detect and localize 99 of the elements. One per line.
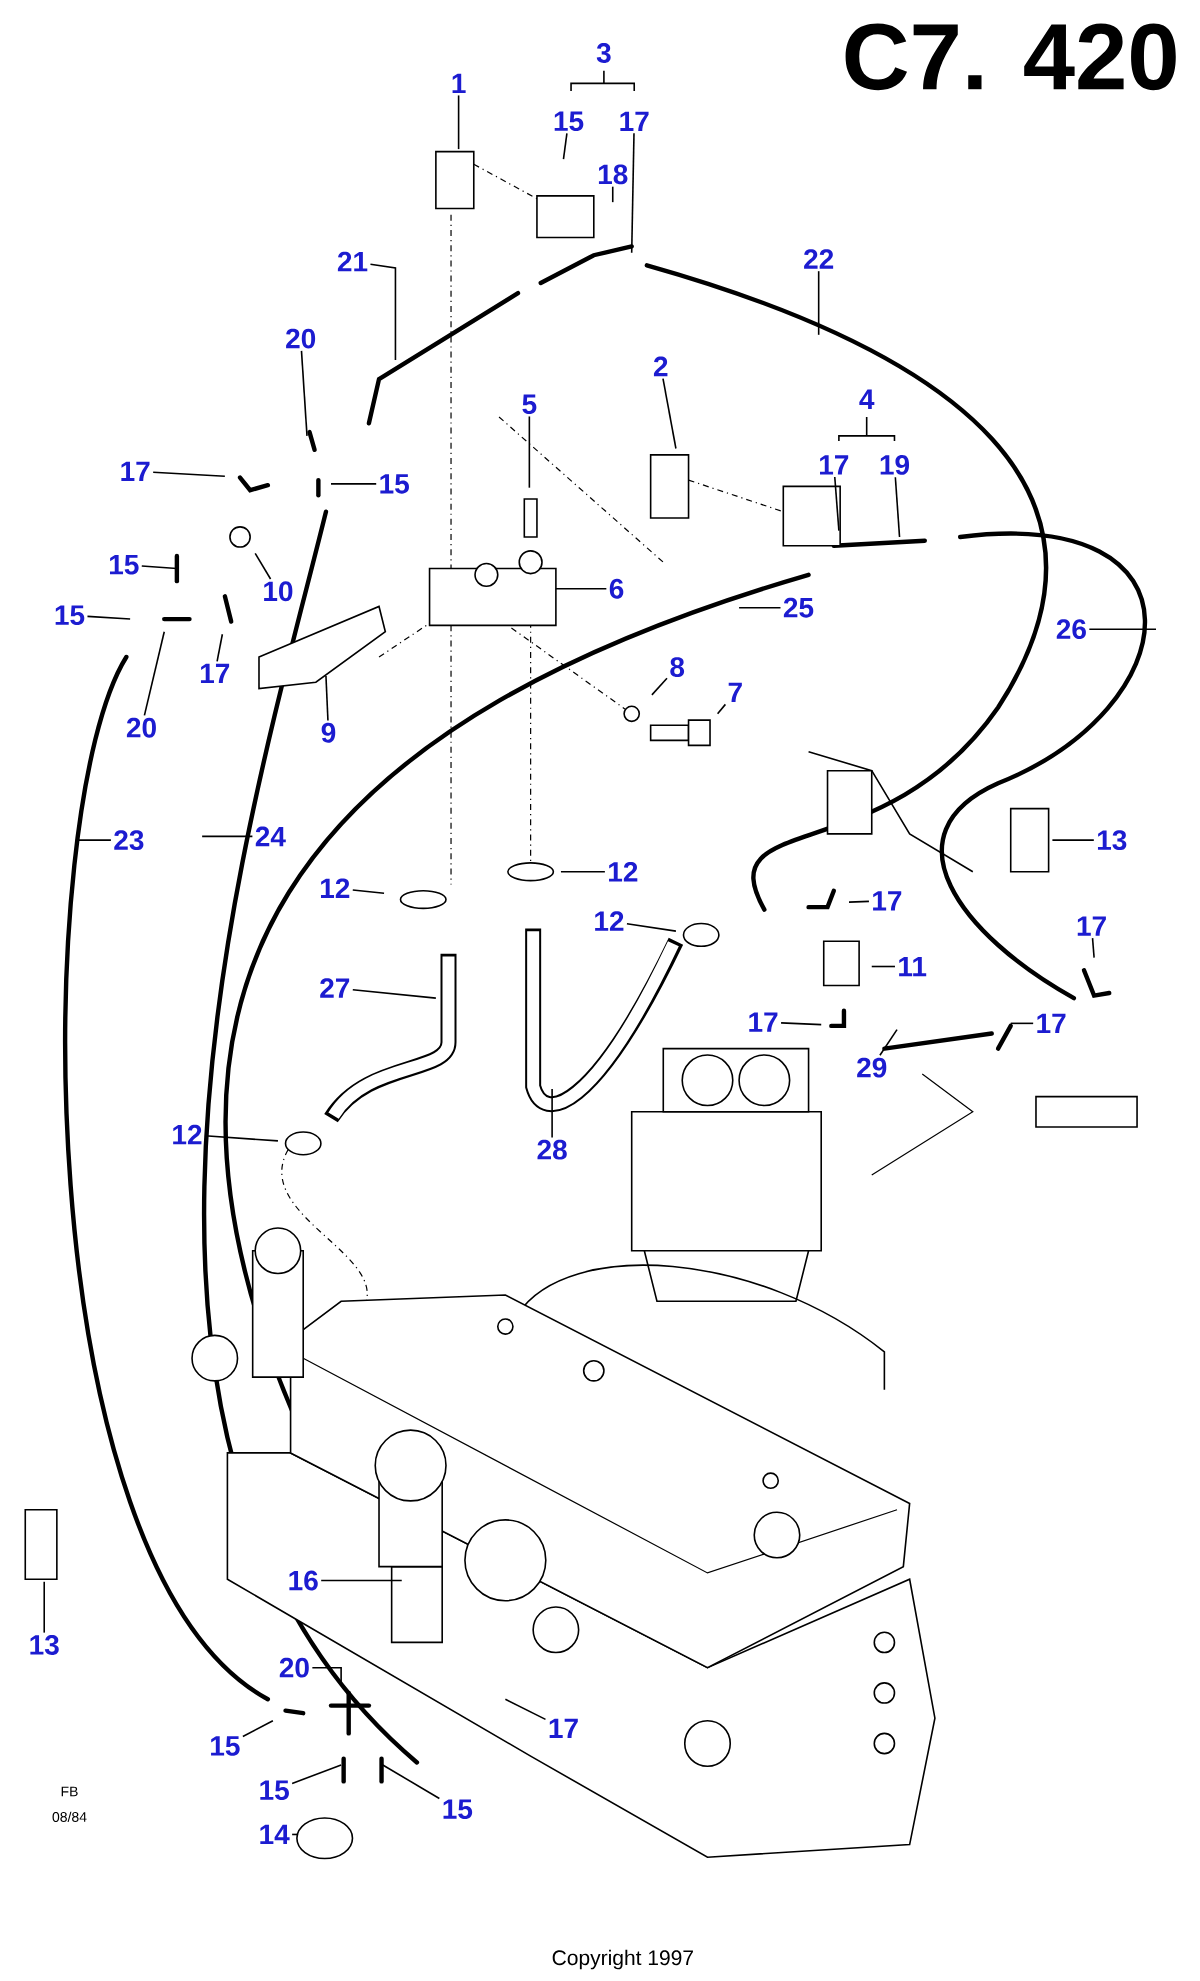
leader-line: [562, 132, 568, 160]
callout-number: 12: [595, 911, 624, 931]
callout-number: 26: [1056, 619, 1086, 640]
callout-number: 17: [819, 455, 849, 475]
callout-number: 22: [803, 249, 834, 269]
leader-line: [1009, 1022, 1034, 1025]
callout-number: 15: [210, 1736, 240, 1756]
callout-number: 15: [443, 1799, 473, 1819]
callout-number: 12: [608, 861, 638, 882]
leader-line: [833, 476, 840, 532]
leader-line: [716, 703, 727, 715]
leader-line: [325, 675, 329, 722]
callout-number: 17: [549, 1718, 578, 1738]
leader-line: [291, 1764, 342, 1785]
callout-number: 9: [321, 722, 336, 743]
leader-line: [369, 263, 397, 361]
leader-line: [611, 185, 614, 203]
callout-number: 3: [596, 43, 611, 63]
callout-number: 17: [749, 1012, 778, 1032]
leader-line: [780, 1022, 822, 1026]
callout-number: 8: [670, 657, 684, 677]
leader-line: [74, 839, 112, 841]
leader-line: [560, 870, 606, 873]
leader-line: [817, 270, 820, 336]
callout-number: 20: [286, 328, 315, 349]
leader-line: [152, 471, 226, 478]
callout-number: 28: [537, 1139, 567, 1160]
leader-line: [738, 606, 782, 609]
leader-line: [1091, 937, 1095, 959]
leader-line: [216, 633, 224, 663]
callout-number: 12: [173, 1124, 202, 1145]
callout-number: 10: [264, 581, 293, 602]
callout-number: 21: [337, 251, 368, 272]
leader-line: [311, 1666, 342, 1685]
callout-number: 11: [899, 956, 927, 977]
leader-line: [870, 965, 896, 968]
callout-number: 15: [109, 555, 139, 575]
leader-line: [1051, 839, 1095, 841]
leader-line: [241, 1719, 274, 1738]
callout-number: 14: [260, 1824, 290, 1845]
callout-number: 24: [255, 826, 286, 847]
callout-number: 23: [114, 830, 144, 851]
leader-line: [662, 377, 677, 450]
drawing-code: 08/84: [52, 1811, 87, 1822]
leader-line: [504, 1698, 547, 1721]
leader-line: [320, 1579, 403, 1582]
leader-line: [551, 1088, 553, 1139]
leader-line: [894, 476, 901, 538]
callout-number: 15: [554, 111, 584, 132]
callout-number: 7: [728, 682, 742, 702]
title: C7. 420: [845, 23, 1176, 91]
callout-number: 17: [200, 663, 229, 684]
callout-number: 15: [55, 605, 85, 626]
leader-line: [1088, 628, 1157, 630]
leader-line: [651, 677, 668, 696]
callout-number: 20: [279, 1657, 309, 1678]
leader-line: [143, 630, 165, 717]
callout-number: 27: [320, 978, 349, 998]
callout-number: 16: [289, 1570, 318, 1591]
leader-line: [291, 1833, 299, 1836]
callout-number: 4: [859, 389, 875, 409]
callout-number: 29: [857, 1057, 887, 1078]
callout-number: 20: [126, 717, 156, 738]
leader-line: [201, 835, 254, 838]
leader-line: [626, 922, 677, 932]
leader-line: [351, 989, 437, 999]
leader-line: [330, 483, 377, 485]
leader-line: [300, 350, 308, 437]
callout-number: 2: [653, 356, 668, 377]
copyright-note: Copyright 1997: [552, 1949, 693, 1970]
drawing-code: FB: [61, 1786, 78, 1797]
callout-number: 19: [880, 455, 909, 475]
callout-number: 12: [320, 878, 350, 898]
leader-line: [254, 552, 272, 580]
callout-number: 15: [260, 1780, 289, 1800]
leader-line: [381, 1764, 441, 1800]
leader-line: [140, 565, 178, 570]
callout-number: 18: [598, 164, 628, 185]
leader-line: [630, 132, 635, 254]
leader-line: [457, 94, 460, 150]
callout-number: 13: [30, 1635, 59, 1655]
leader-line: [86, 615, 131, 620]
leader-line: [848, 900, 870, 903]
leader-line: [555, 587, 608, 590]
callout-number: 17: [1037, 1013, 1066, 1033]
callout-number: 17: [873, 891, 902, 911]
leader-line: [528, 415, 531, 489]
leader-line: [43, 1581, 45, 1634]
callout-number: 17: [620, 111, 649, 131]
leader-line: [351, 889, 385, 895]
leader-line: [879, 1028, 898, 1057]
callout-number: 17: [1077, 916, 1106, 936]
callout-number: 6: [609, 578, 624, 599]
callout-number: 25: [783, 597, 814, 618]
callout-number: 17: [121, 461, 150, 481]
callout-number: 15: [380, 474, 409, 494]
callout-number: 5: [522, 394, 537, 415]
callout-number: 13: [1097, 830, 1127, 851]
callout-number: 1: [452, 73, 466, 94]
